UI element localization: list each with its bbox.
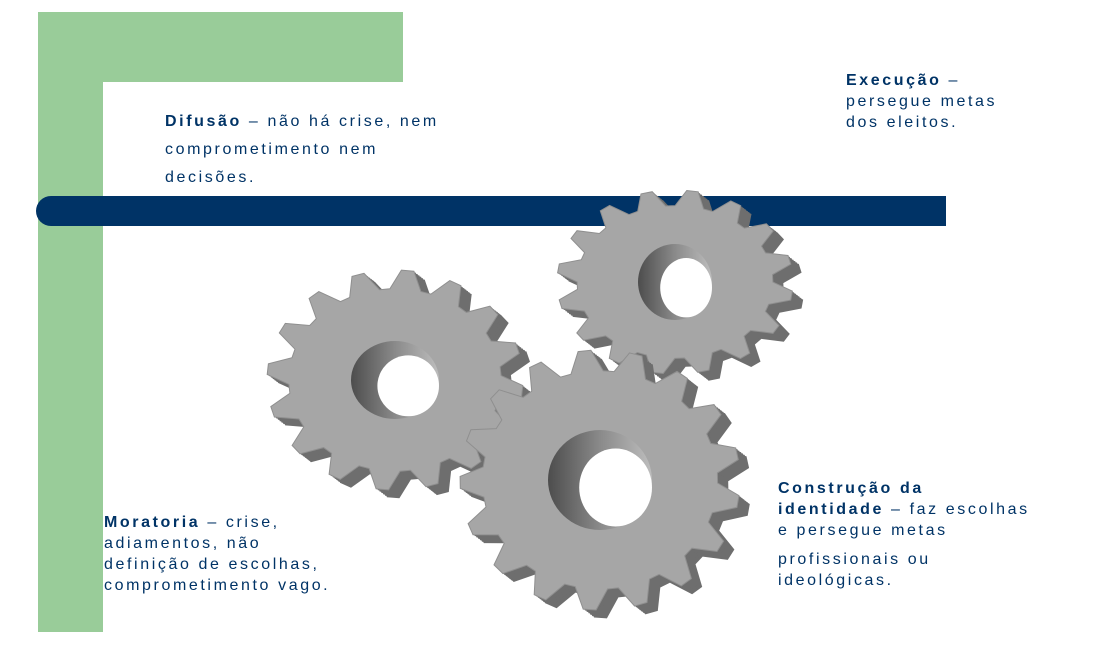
moratoria-line-4: comprometimento vago. <box>104 577 331 594</box>
moratoria-term: Moratoria <box>104 514 201 531</box>
execucao-line-1: persegue metas <box>846 93 998 110</box>
moratoria-line-3: definição de escolhas, <box>104 556 320 573</box>
moratoria-line-2: adiamentos, não <box>104 535 262 552</box>
moratoria-text: Moratoria – crise, adiamentos, não defin… <box>104 512 330 596</box>
execucao-text: Execução – persegue metas dos eleitos. <box>846 70 997 133</box>
construcao-term-1: Construção da <box>778 480 924 497</box>
construcao-dash: – <box>884 501 910 518</box>
difusao-line-2: comprometimento nem <box>165 141 379 158</box>
construcao-line-2: e persegue metas <box>778 522 948 539</box>
moratoria-line-1: crise, <box>225 514 280 531</box>
execucao-line-2: dos eleitos. <box>846 114 959 131</box>
gear-icon <box>459 349 750 619</box>
difusao-term: Difusão <box>165 113 242 130</box>
execucao-dash: – <box>941 72 961 89</box>
green-side-band <box>38 12 103 632</box>
difusao-text: Difusão – não há crise, nem comprometime… <box>165 111 439 188</box>
construcao-line-1: faz escolhas <box>909 501 1030 518</box>
construcao-line-4: ideológicas. <box>778 572 894 589</box>
gear-icon <box>557 189 804 382</box>
moratoria-dash: – <box>200 514 226 531</box>
execucao-term: Execução <box>846 72 942 89</box>
difusao-line-3: decisões. <box>165 169 256 186</box>
navy-divider-bar <box>36 196 946 226</box>
construcao-text: Construção da identidade – faz escolhas … <box>778 478 1030 591</box>
difusao-line-1: não há crise, nem <box>267 113 439 130</box>
difusao-dash: – <box>241 113 268 130</box>
construcao-term-2: identidade <box>778 501 885 518</box>
construcao-line-3: profissionais ou <box>778 551 931 568</box>
